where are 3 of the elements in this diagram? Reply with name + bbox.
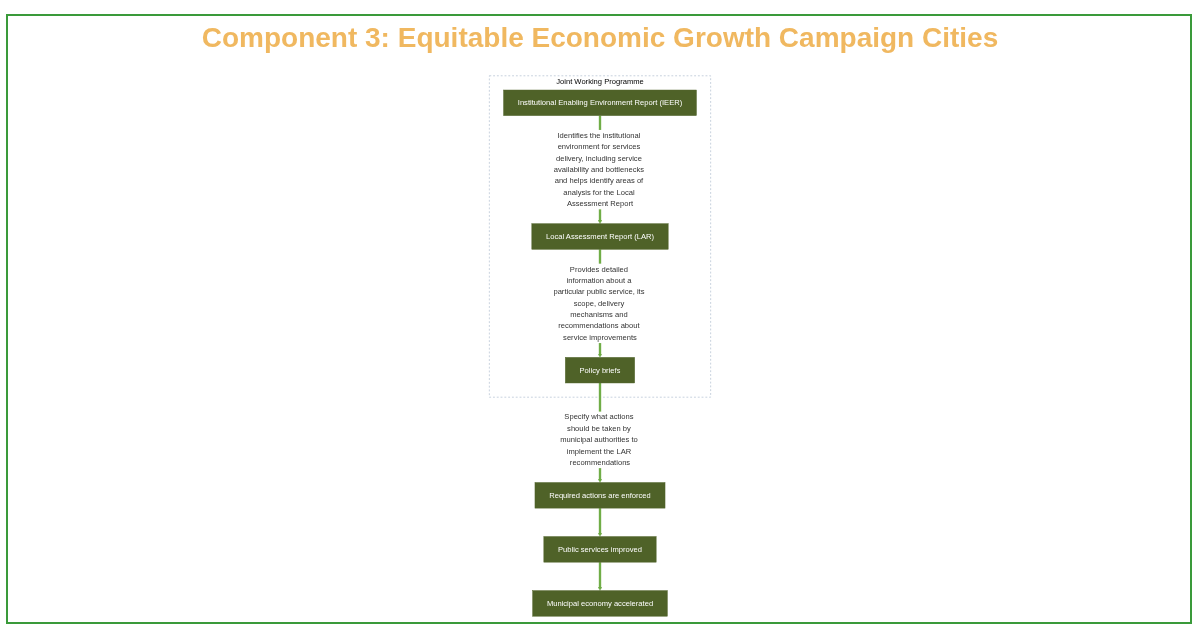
arrow xyxy=(597,508,603,537)
title: Component 3: Equitable Economic Growth Campaign Cities xyxy=(200,22,1000,54)
arrow xyxy=(597,562,603,591)
